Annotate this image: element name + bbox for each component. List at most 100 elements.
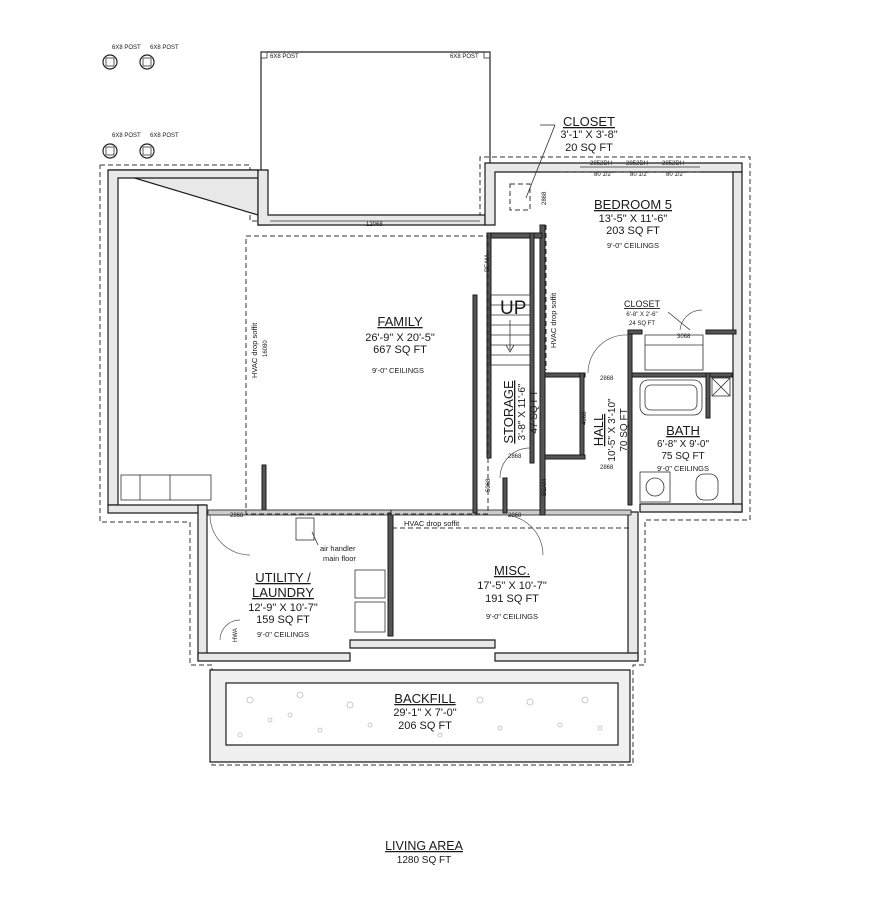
door-label: 2868 xyxy=(600,376,614,382)
leader-arrows xyxy=(311,124,691,546)
post-label: 6X8 POST xyxy=(150,45,179,51)
air-handler-label: main floor xyxy=(323,554,356,563)
room-name: CLOSET xyxy=(624,299,661,309)
room-name: FAMILY xyxy=(377,314,423,329)
room-dims: 17'-5" X 10'-7" xyxy=(477,580,547,592)
room-ceiling: 9'-0" CEILINGS xyxy=(372,366,424,375)
beam-label: BEAM xyxy=(485,255,491,272)
deck-outline: 6X8 POST 6X8 POST xyxy=(260,51,491,212)
window-label: 2852DH xyxy=(662,161,684,167)
room-name: BATH xyxy=(666,423,700,438)
summary-area: 1280 SQ FT xyxy=(397,855,451,866)
bedroom-windows: 2852DH 2852DH 2852DH 80 1/2" 80 1/2" 80 … xyxy=(580,161,700,178)
post-icon xyxy=(105,57,115,67)
room-name: MISC. xyxy=(494,563,530,578)
room-ceiling: 9'-0" CEILINGS xyxy=(607,241,659,250)
post-icon xyxy=(102,143,118,159)
door-label: 5068 xyxy=(486,478,492,492)
hvac-soffit-label: HVAC drop soffit xyxy=(250,322,259,378)
room-area: 191 SQ FT xyxy=(485,593,539,605)
post-icon xyxy=(142,57,152,67)
post-label: 6X8 POST xyxy=(112,133,141,139)
beam-label: BEAM xyxy=(542,479,548,496)
room-dims: 10'-5" X 3'-10" xyxy=(607,398,618,462)
room-dims: 29'-1" X 7'-0" xyxy=(393,707,456,719)
door-label: 2868 xyxy=(542,191,548,205)
room-name: STORAGE xyxy=(501,380,516,444)
header-label: 16080 xyxy=(263,340,269,357)
room-area: 159 SQ FT xyxy=(256,614,310,626)
room-name: BEDROOM 5 xyxy=(594,197,672,212)
room-name: UTILITY / xyxy=(255,570,311,585)
post-label: 6X8 POST xyxy=(112,45,141,51)
annotation-labels: 12068 2868 2868 2868 2868 2868 3068 4068… xyxy=(230,191,691,642)
room-closet-small: CLOSET 6'-8" X 2'-6" 24 SQ FT xyxy=(624,299,661,327)
room-misc: MISC. 17'-5" X 10'-7" 191 SQ FT 9'-0" CE… xyxy=(477,563,547,621)
post-icon xyxy=(105,146,115,156)
room-dims: 6'-8" X 2'-6" xyxy=(626,312,657,318)
post-label: 6X8 POST xyxy=(150,133,179,139)
post-icon xyxy=(139,143,155,159)
post-icon xyxy=(102,54,118,70)
door-label: 3068 xyxy=(677,334,691,340)
post-group-top: 6X8 POST 6X8 POST 6X8 POST 6X8 POST xyxy=(102,45,179,159)
room-area: 206 SQ FT xyxy=(398,720,452,732)
room-ceiling: 9'-0" CEILINGS xyxy=(486,612,538,621)
door-swings xyxy=(209,309,703,641)
room-storage: STORAGE 3'-8" X 11'-6" 47 SQ FT xyxy=(501,380,540,444)
door-label: 2868 xyxy=(508,454,522,460)
room-area: 20 SQ FT xyxy=(565,142,613,154)
room-bedroom5: BEDROOM 5 13'-5" X 11'-6" 203 SQ FT 9'-0… xyxy=(594,197,672,250)
door-label: 4068 xyxy=(582,411,588,425)
stairs-up-label: UP xyxy=(500,298,526,319)
room-dims: 3'-8" X 11'-6" xyxy=(517,383,528,440)
room-name: BACKFILL xyxy=(394,691,455,706)
room-name: HALL xyxy=(591,414,606,447)
post-icon xyxy=(139,54,155,70)
room-ceiling: 9'-0" CEILINGS xyxy=(257,630,309,639)
post-icon xyxy=(142,146,152,156)
window-height: 80 1/2" xyxy=(630,172,649,178)
room-dims: 13'-5" X 11'-6" xyxy=(599,213,668,225)
door-label: 2868 xyxy=(230,513,244,519)
room-utility: UTILITY / LAUNDRY 12'-9" X 10'-7" 159 SQ… xyxy=(248,570,318,639)
room-name: LAUNDRY xyxy=(252,585,314,600)
soffit-lines xyxy=(245,171,700,529)
door-label: 2868 xyxy=(600,465,614,471)
header-label: 12068 xyxy=(366,222,383,228)
post-label: 6X8 POST xyxy=(270,54,299,60)
room-family: FAMILY 26'-9" X 20'-5" 667 SQ FT 9'-0" C… xyxy=(365,314,435,375)
room-area: 75 SQ FT xyxy=(661,451,704,462)
room-backfill: BACKFILL 29'-1" X 7'-0" 206 SQ FT xyxy=(393,691,456,732)
room-hall: HALL 10'-5" X 3'-10" 70 SQ FT xyxy=(591,398,630,462)
window-height: 80 1/2" xyxy=(594,172,613,178)
door-label: 2868 xyxy=(508,513,522,519)
room-area: 667 SQ FT xyxy=(373,344,427,356)
hvac-soffit-label: HVAC drop soffit xyxy=(549,292,558,348)
post-label: 6X8 POST xyxy=(450,54,479,60)
summary-title: LIVING AREA xyxy=(385,839,463,853)
room-dims: 3'-1" X 3'-8" xyxy=(560,129,617,141)
living-area-summary: LIVING AREA 1280 SQ FT xyxy=(385,839,463,866)
air-handler-label: air handler xyxy=(320,544,356,553)
room-area: 24 SQ FT xyxy=(629,321,655,327)
window-label: 2852DH xyxy=(590,161,612,167)
stairs xyxy=(489,294,531,366)
room-dims: 26'-9" X 20'-5" xyxy=(365,332,435,344)
hwa-label: HWA xyxy=(233,628,239,642)
room-bath: BATH 6'-8" X 9'-0" 75 SQ FT 9'-0" CEILIN… xyxy=(657,423,710,473)
hvac-soffit-label: HVAC drop soffit xyxy=(404,519,460,528)
foundation-walls xyxy=(107,162,743,763)
room-name: CLOSET xyxy=(563,114,615,129)
window-label: 2852DH xyxy=(626,161,648,167)
room-ceiling: 9'-0" CEILINGS xyxy=(657,464,709,473)
room-dims: 6'-8" X 9'-0" xyxy=(657,439,710,450)
room-dims: 12'-9" X 10'-7" xyxy=(248,602,318,614)
room-area: 47 SQ FT xyxy=(529,390,540,433)
room-closet-top: CLOSET 3'-1" X 3'-8" 20 SQ FT xyxy=(560,114,617,154)
room-area: 203 SQ FT xyxy=(606,225,660,237)
fixtures xyxy=(120,183,731,633)
window-height: 80 1/2" xyxy=(666,172,685,178)
room-area: 70 SQ FT xyxy=(619,408,630,451)
